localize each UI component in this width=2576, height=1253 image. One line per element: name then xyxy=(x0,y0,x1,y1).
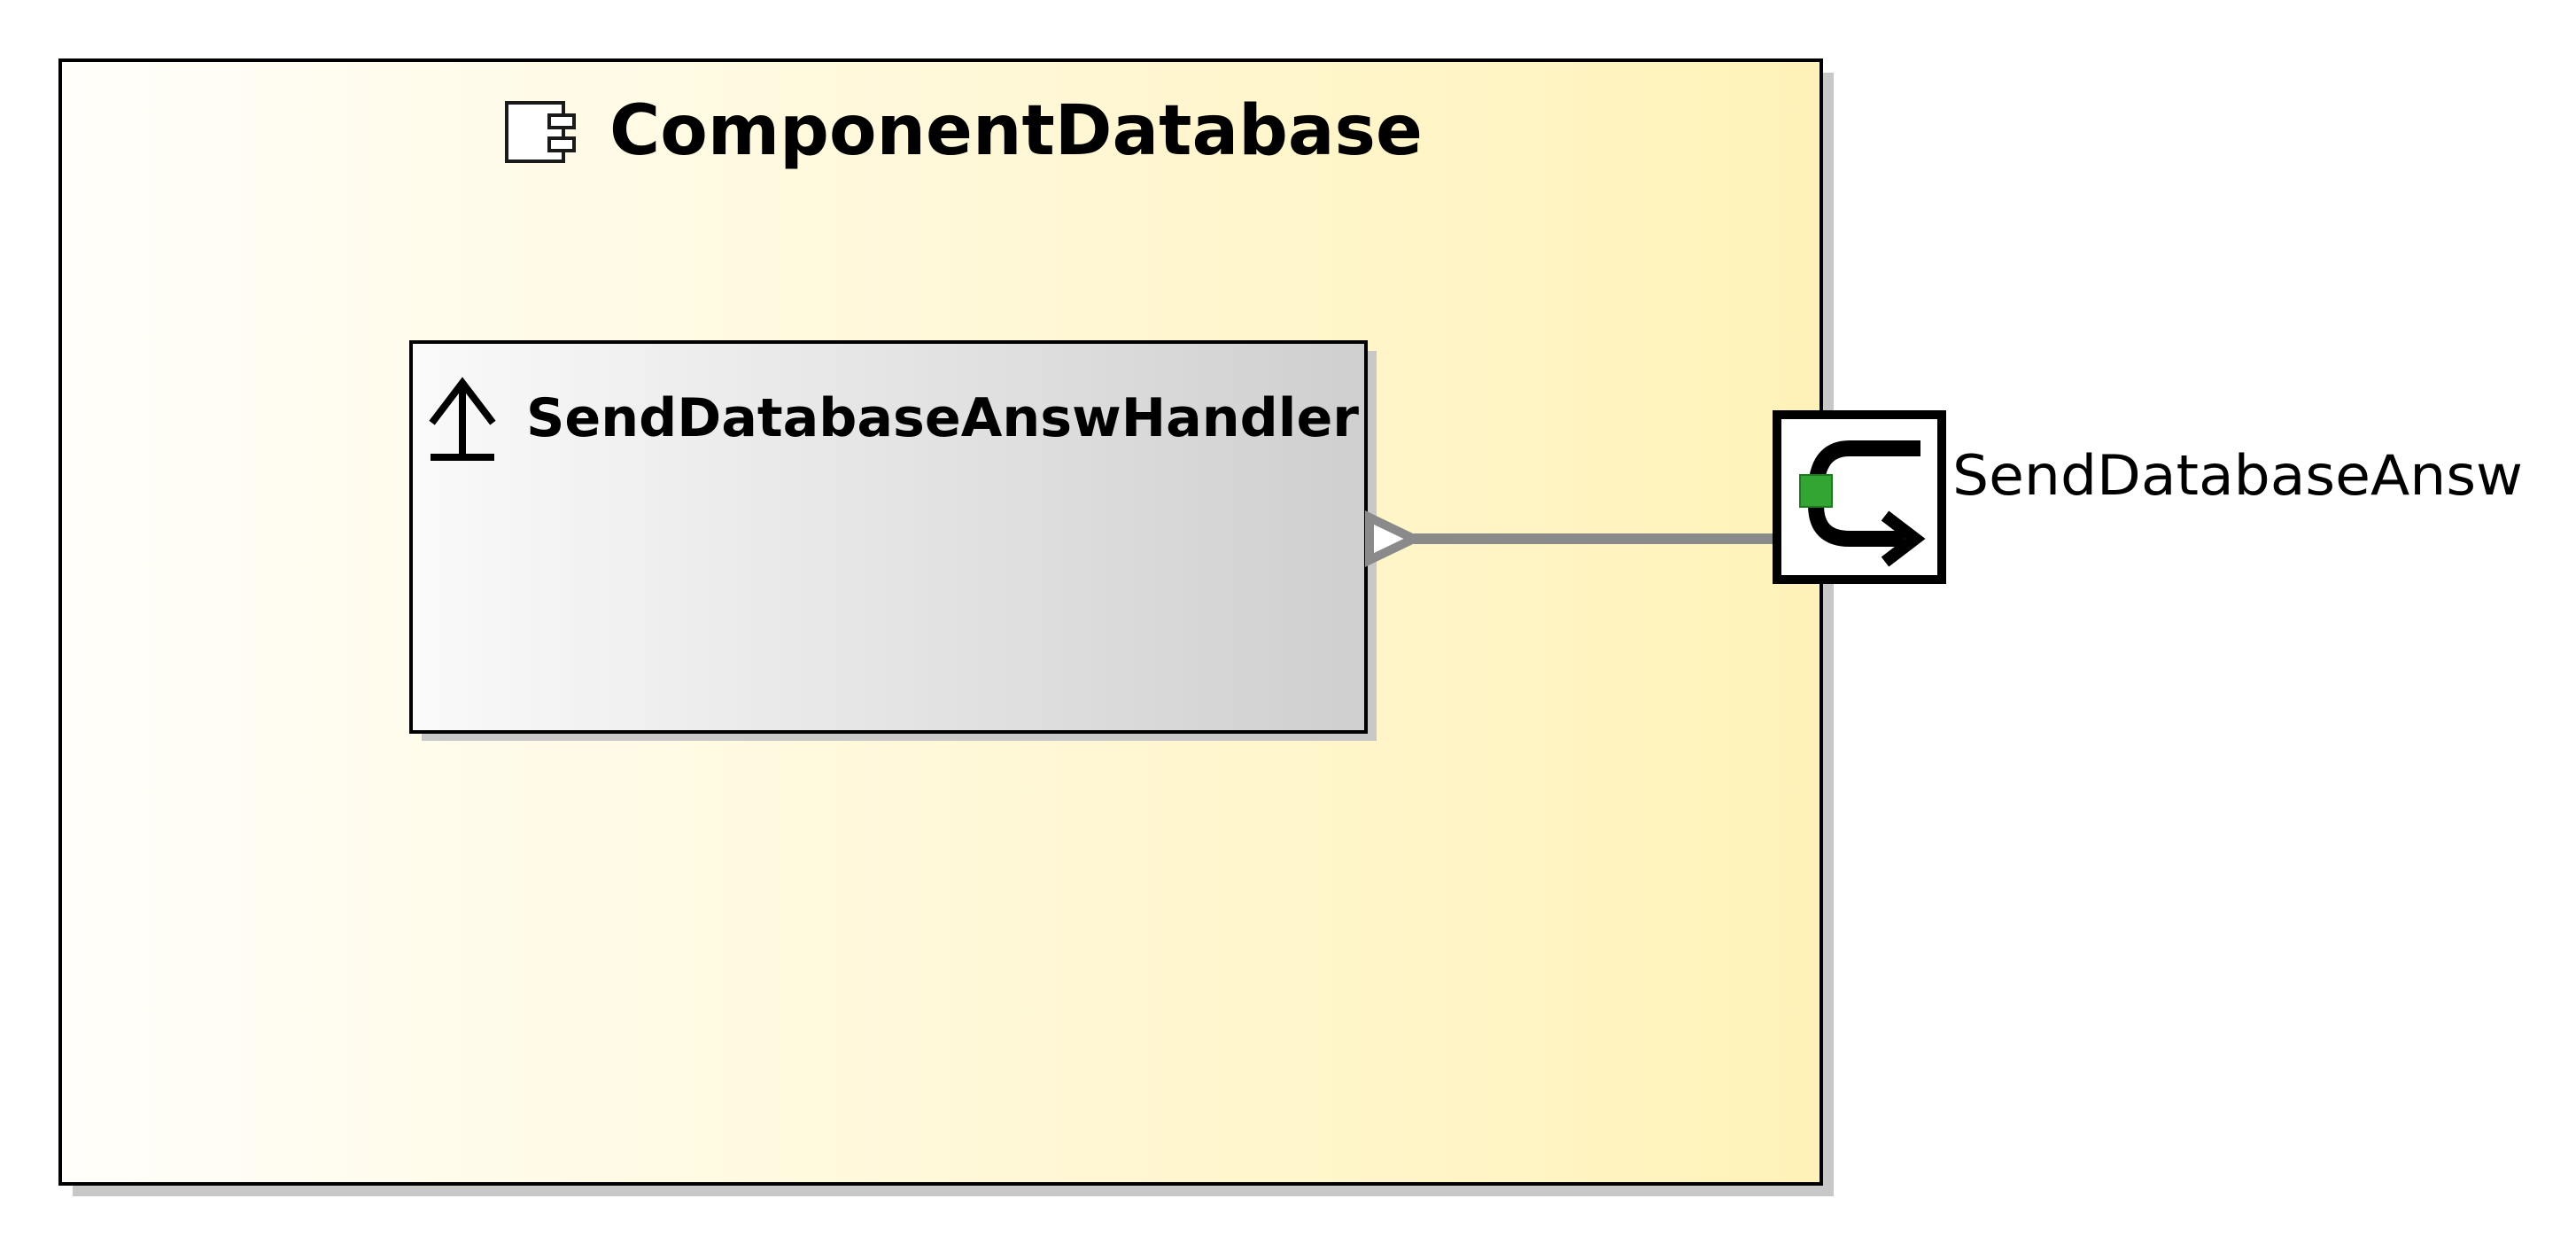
handler-box[interactable]: SendDatabaseAnswHandler xyxy=(409,340,1377,741)
port-green-square xyxy=(1799,474,1833,508)
message-port-icon xyxy=(1799,440,1926,567)
port-box[interactable] xyxy=(1773,410,1946,584)
component-title: ComponentDatabase xyxy=(609,91,1423,171)
up-arrow-icon xyxy=(429,377,496,461)
connector-arrowhead xyxy=(1365,510,1424,567)
handler-title: SendDatabaseAnswHandler xyxy=(526,387,1359,449)
connector xyxy=(1365,510,1781,567)
port-label: SendDatabaseAnsw xyxy=(1952,443,2523,508)
component-icon xyxy=(505,101,576,163)
handler-rect xyxy=(409,340,1368,734)
